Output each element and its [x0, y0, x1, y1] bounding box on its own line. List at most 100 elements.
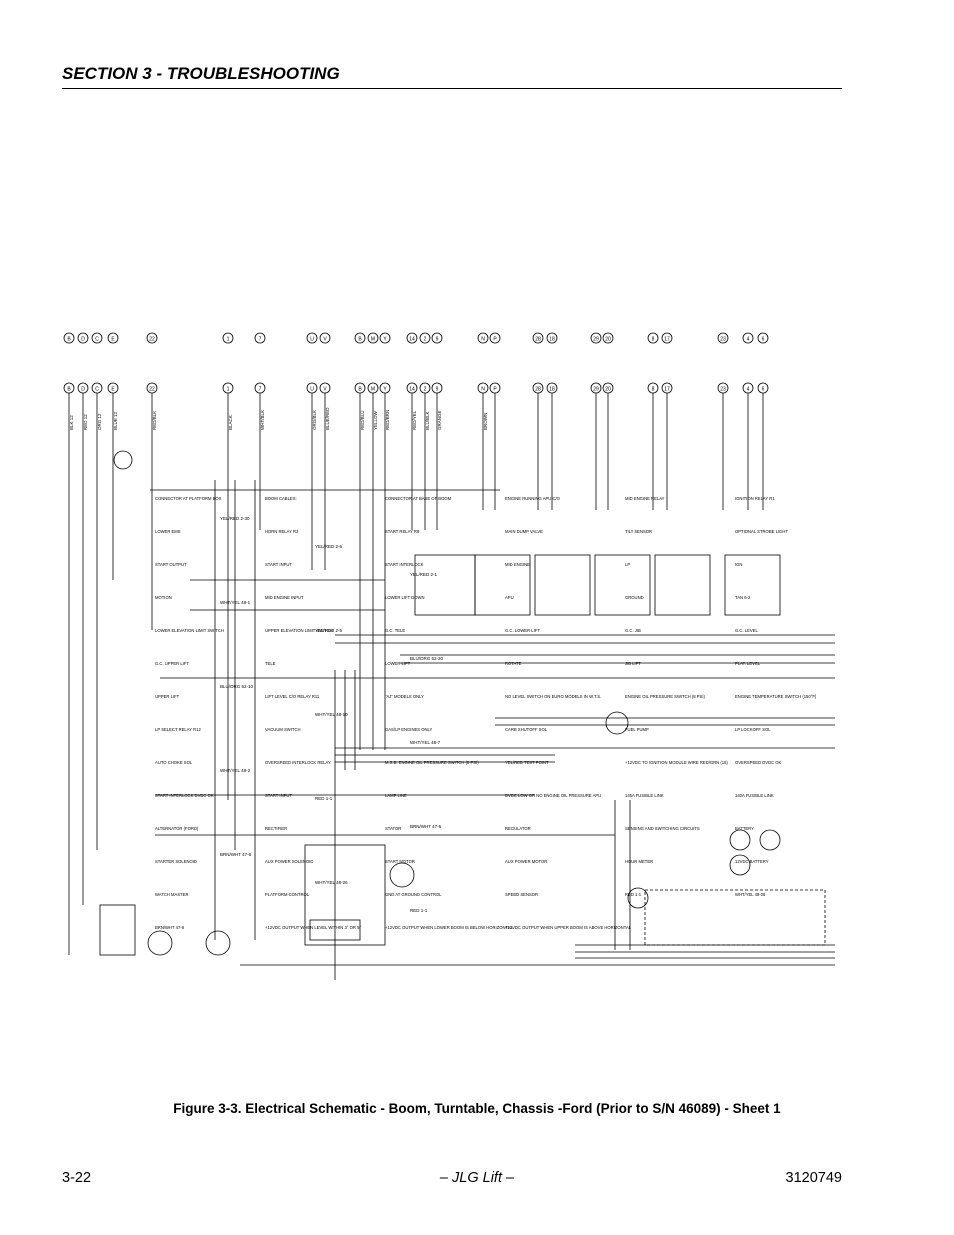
connector-label: 28	[535, 387, 541, 393]
schematic-block-label: START INPUT	[265, 562, 292, 567]
connector-label: 9	[436, 337, 439, 343]
wire-label: GRANGE	[437, 410, 442, 430]
schematic-block-label: TAN 6-2	[735, 595, 751, 600]
connector-label: V	[323, 387, 327, 393]
connector-label: 9	[436, 387, 439, 393]
connector-label: 22	[149, 337, 155, 343]
connector-pin	[146, 332, 158, 344]
figure-caption: Figure 3-3. Electrical Schematic - Boom,…	[173, 1101, 781, 1116]
connector-pin	[717, 382, 729, 394]
schematic-block-label: IGN	[735, 562, 742, 567]
connector-label: E	[111, 337, 115, 343]
connector-pin	[406, 382, 418, 394]
connector-label: 8	[652, 387, 655, 393]
schematic-block-label: LOWER EMS	[155, 529, 181, 534]
schematic-block-label: IGNITION RELAY R1	[735, 496, 775, 501]
connector-pin	[254, 382, 266, 394]
connector-pin	[477, 332, 489, 344]
wire-label: WHT/YEL 48-10	[315, 712, 348, 717]
schematic-block-label: G.C. LEVEL	[735, 628, 758, 633]
connector-pin	[406, 332, 418, 344]
connector-pin	[319, 332, 331, 344]
schematic-block-label: NO LEVEL SWITCH ON EURO MODELS IN W.T.S.	[505, 694, 601, 699]
schematic-block-label: MID ENGINE RELAY	[625, 496, 665, 501]
connector-label: 23	[720, 387, 726, 393]
schematic-block-label: JIB LIFT	[625, 661, 641, 666]
connector-pin	[532, 332, 544, 344]
schematic-block-label: SENSING AND SWITCHING CIRCUITS	[625, 826, 700, 831]
connector-label: 28	[535, 337, 541, 343]
wire-label: WHT/YEL 48-1	[220, 600, 251, 605]
connector-label: N	[481, 337, 485, 343]
connector-label: C	[95, 387, 99, 393]
connector-label: 6	[762, 387, 765, 393]
schematic-block-label: TELE	[265, 661, 276, 666]
connector-label: 18	[549, 387, 555, 393]
wire-label: WHT/YEL 48-26	[315, 880, 348, 885]
schematic-block-label: HOUR METER	[625, 859, 653, 864]
connector-pin	[546, 382, 558, 394]
schematic-block-label: BOOM CABLES:	[265, 496, 297, 501]
connector-label: M	[371, 387, 375, 393]
connector-label: 29	[593, 337, 599, 343]
connector-pin	[661, 382, 673, 394]
connector-label: 4	[747, 337, 750, 343]
wire-label: ORG 12	[97, 413, 102, 430]
connector-label: D	[81, 387, 85, 393]
schematic-block-label: MID ENGINE INPUT	[265, 595, 304, 600]
connector-pin	[431, 332, 443, 344]
connector-label: M	[371, 337, 375, 343]
connector-label: C	[95, 337, 99, 343]
connector-pin	[489, 382, 501, 394]
schematic-block-label: ENGINE OIL PRESSURE SWITCH (8 PSI)	[625, 694, 705, 699]
connector-label: 7	[259, 337, 262, 343]
schematic-block-label: STATOR	[385, 826, 401, 831]
schematic-block-label: MAIN DUMP VALVE	[505, 529, 543, 534]
schematic-block-label: MOTION	[155, 595, 172, 600]
wire-label: BLACK	[228, 415, 233, 430]
schematic-block-label: TILT SENSOR	[625, 529, 652, 534]
wire-label: YEL/RED 2-6	[315, 544, 343, 549]
schematic-block-label: 145A FUSIBLE LINK	[625, 793, 664, 798]
wire-label: RED/BLU	[360, 410, 365, 430]
schematic-block-label: YEL/RED TEST POINT	[505, 760, 549, 765]
connector-label: 17	[664, 387, 670, 393]
connector-pin	[107, 332, 119, 344]
schematic-block-label: +12VDC OUTPUT WHEN UPPER BOOM IS ABOVE H…	[505, 925, 632, 930]
connector-pin	[477, 382, 489, 394]
schematic-block-label: ENGINE RUNNING APU C/O	[505, 496, 561, 501]
wire-label: BLU/BLK	[425, 411, 430, 430]
wire-label: BLU/ORG 52-20	[410, 656, 444, 661]
connector-pin	[367, 332, 379, 344]
connector-pin	[319, 382, 331, 394]
wire-label: BRN/WHT 47-6	[220, 852, 252, 857]
schematic-block-label: OVERSPEED DVDC OK	[735, 760, 782, 765]
connector-pin	[602, 382, 614, 394]
schematic-block-label: CONNECTOR AT BASE OF BOOM	[385, 496, 452, 501]
connector-label: 1	[227, 387, 230, 393]
connector-label: 17	[664, 337, 670, 343]
schematic-block-label: AUX POWER SOLENOID	[265, 859, 313, 864]
connector-pin	[742, 332, 754, 344]
connector-pin	[419, 382, 431, 394]
schematic-block-label: CARB SHUTOFF SOL	[505, 727, 548, 732]
schematic-block-label: REGULATOR	[505, 826, 531, 831]
schematic-block-label: LOWER ELEVATION LIMIT SWITCH	[155, 628, 224, 633]
schematic-block-label: GROUND	[625, 595, 644, 600]
connector-pin	[590, 332, 602, 344]
schematic-block-label: RECTIFIER	[265, 826, 287, 831]
connector-pin	[419, 332, 431, 344]
schematic-block-label: LP	[625, 562, 630, 567]
connector-pin	[647, 382, 659, 394]
schematic-block-label: LAMP LINE	[385, 793, 407, 798]
wire-label: WHT/YEL 48-7	[410, 740, 441, 745]
schematic-block-label: UPPER ELEVATION LIMIT SWITCH	[265, 628, 333, 633]
header-rule	[62, 88, 842, 89]
connector-pin	[757, 382, 769, 394]
schematic-block-label: LP LOCKOFF SOL	[735, 727, 771, 732]
wire-label: BROWN	[483, 413, 488, 430]
connector-pin	[254, 332, 266, 344]
connector-label: 23	[720, 337, 726, 343]
connector-pin	[431, 382, 443, 394]
schematic-block-label: ROTATE	[505, 661, 522, 666]
